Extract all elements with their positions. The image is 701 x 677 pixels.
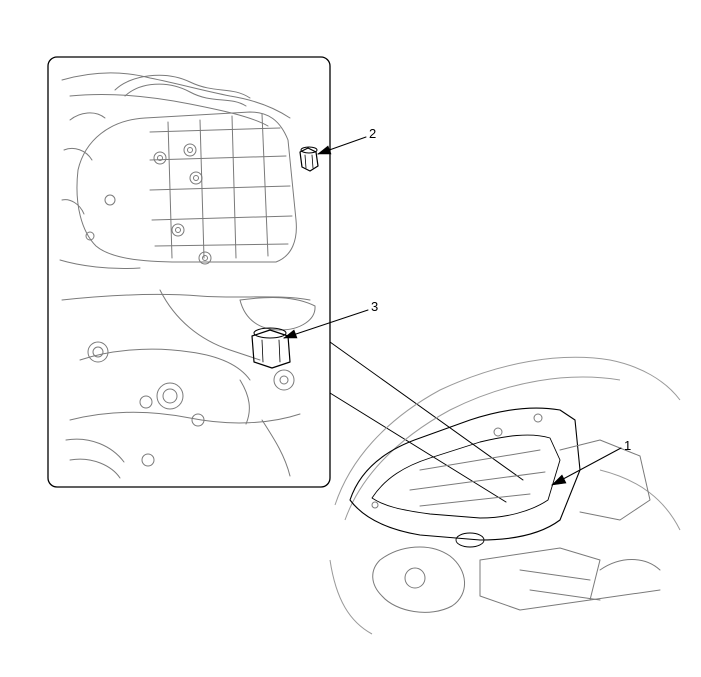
drain-plug-2	[299, 146, 319, 172]
callout-label-2: 2	[369, 126, 376, 141]
inset-frame	[47, 56, 524, 503]
callout-1: 1	[551, 438, 631, 486]
vehicle-underside-drawing	[329, 356, 681, 635]
callout-label-3: 3	[371, 299, 378, 314]
transmission-case-drawing	[59, 72, 297, 270]
callout-3: 3	[283, 299, 378, 339]
differential-housing-drawing	[61, 289, 316, 479]
callout-label-1: 1	[624, 438, 631, 453]
callout-2: 2	[317, 126, 376, 155]
fill-plug-3	[251, 327, 291, 369]
